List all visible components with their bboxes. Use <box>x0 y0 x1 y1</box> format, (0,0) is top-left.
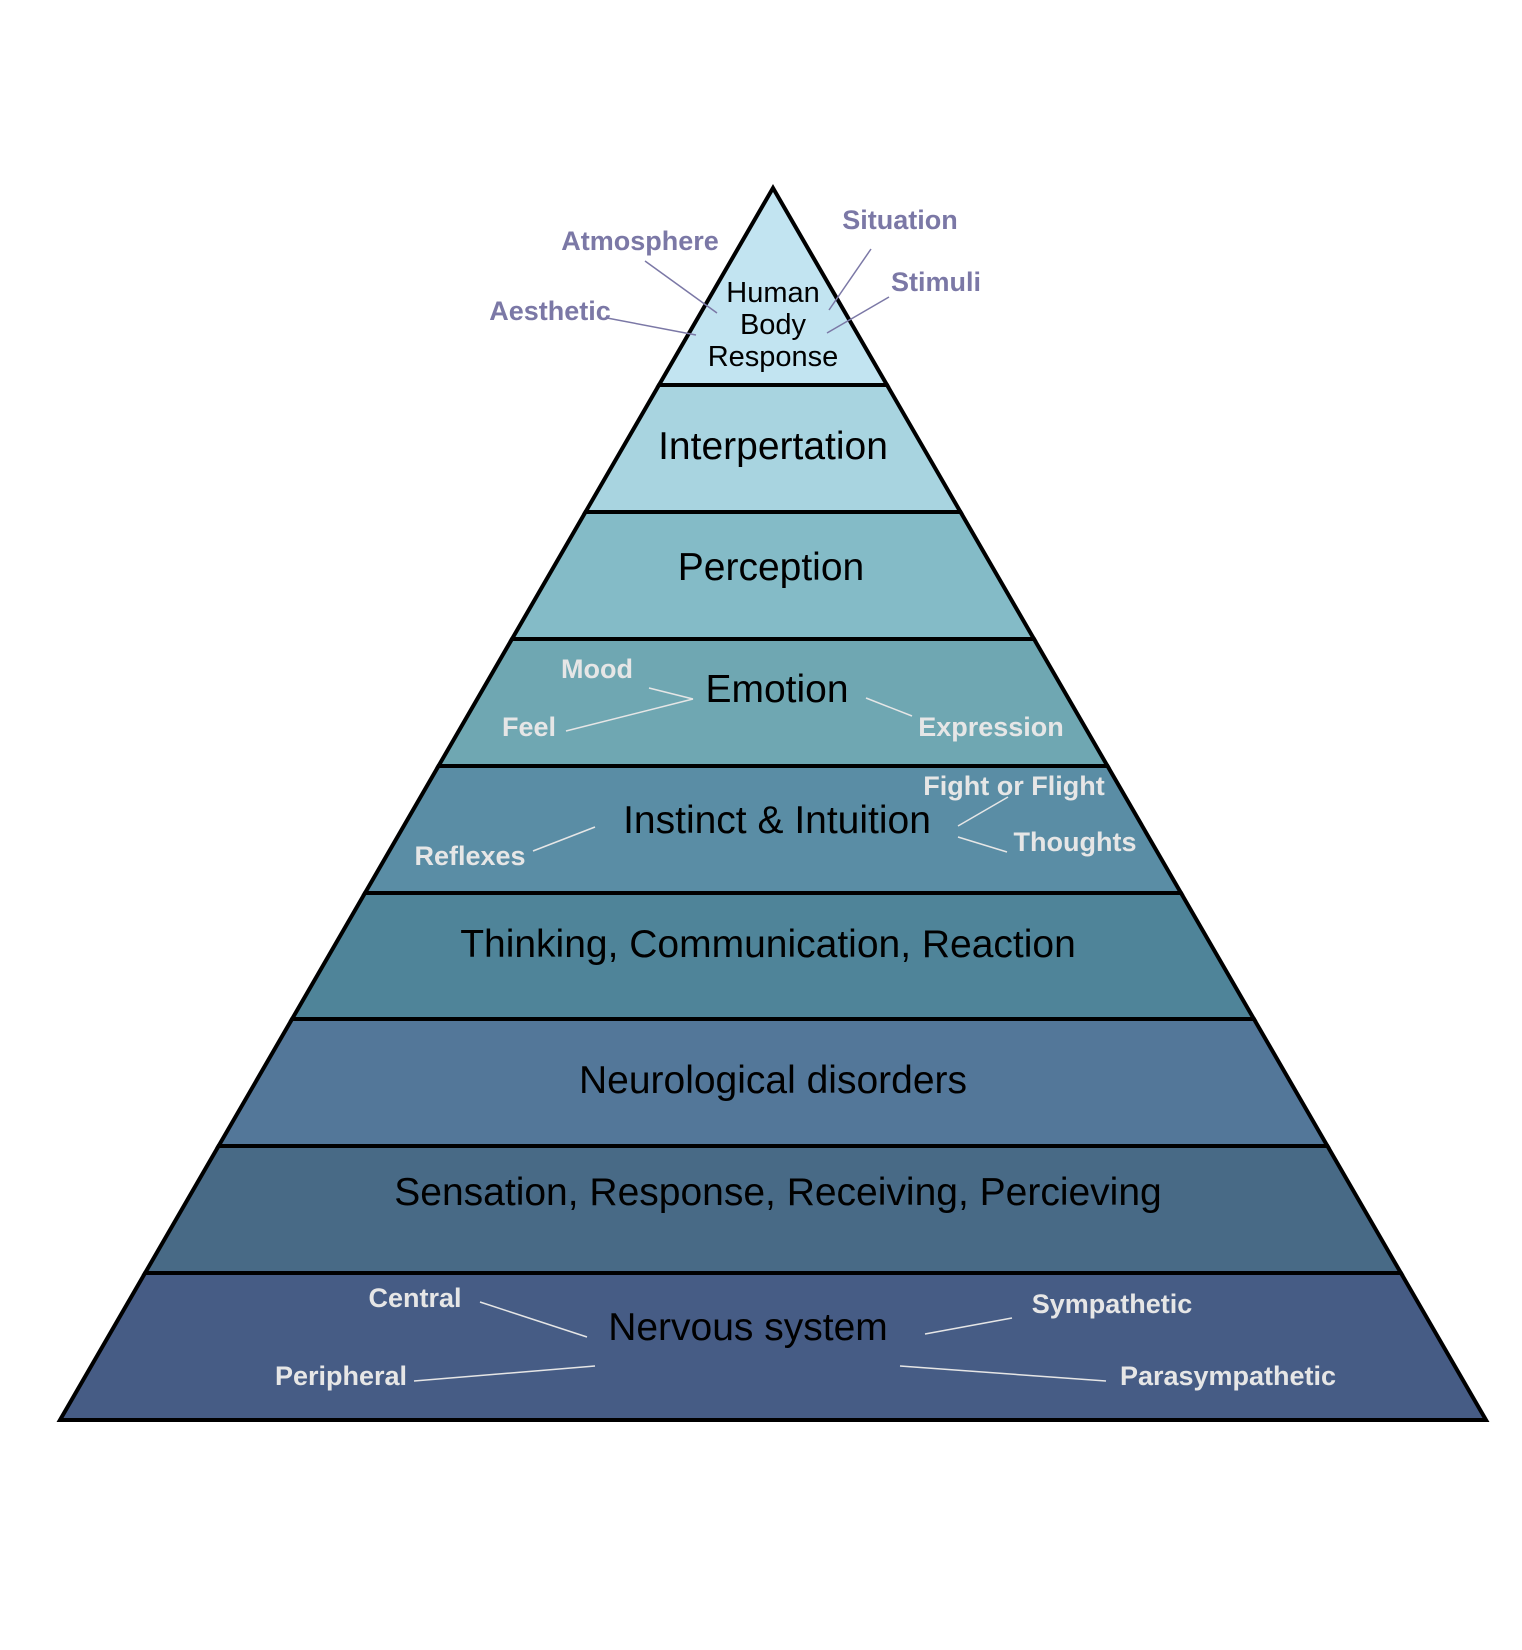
layer-label-thinking: Thinking, Communication, Reaction <box>460 923 1076 966</box>
leader-situation <box>828 248 872 311</box>
layer-label-human-line3: Response <box>708 341 839 373</box>
layer-label-sensation: Sensation, Response, Receiving, Percievi… <box>394 1171 1161 1214</box>
annotation-peripheral: Peripheral <box>275 1361 407 1391</box>
layer-label-interpertation: Interpertation <box>658 425 888 468</box>
layer-label-emotion: Emotion <box>705 668 848 711</box>
layer-label-instinct-intuition: Instinct & Intuition <box>623 799 931 842</box>
annotation-thoughts: Thoughts <box>1014 827 1137 857</box>
leader-fight-or-flight <box>957 796 1009 827</box>
leader-thoughts <box>957 836 1008 853</box>
layer-label-human-line2: Body <box>740 309 807 341</box>
leader-reflexes <box>532 826 596 852</box>
leader-atmosphere <box>644 260 718 314</box>
annotation-fight-or-flight: Fight or Flight <box>923 771 1104 801</box>
layer-label-human-line1: Human <box>726 277 820 309</box>
leader-parasympathetic <box>899 1365 1107 1382</box>
leader-expression <box>865 697 913 717</box>
annotation-stimuli: Stimuli <box>891 267 981 297</box>
leader-central <box>479 1301 588 1338</box>
annotation-mood: Mood <box>561 654 633 684</box>
annotation-situation: Situation <box>842 205 958 235</box>
annotation-sympathetic: Sympathetic <box>1032 1289 1193 1319</box>
leader-stimuli <box>826 296 890 334</box>
annotation-parasympathetic: Parasympathetic <box>1120 1361 1336 1391</box>
annotation-atmosphere: Atmosphere <box>561 226 719 256</box>
leader-peripheral <box>413 1365 596 1382</box>
leader-mood <box>648 687 694 700</box>
annotation-central: Central <box>368 1283 461 1313</box>
annotation-expression: Expression <box>918 712 1064 742</box>
annotation-reflexes: Reflexes <box>414 841 525 871</box>
leader-sympathetic <box>924 1317 1013 1335</box>
layer-label-perception: Perception <box>678 546 864 589</box>
annotation-aesthetic: Aesthetic <box>489 296 611 326</box>
layer-label-neurological-disorders: Neurological disorders <box>579 1059 967 1102</box>
layer-band-nervous-system <box>56 1271 1490 1422</box>
leader-aesthetic <box>606 317 697 336</box>
layer-label-nervous-system: Nervous system <box>608 1306 888 1349</box>
leader-feel <box>565 698 694 732</box>
annotation-feel: Feel <box>502 712 556 742</box>
